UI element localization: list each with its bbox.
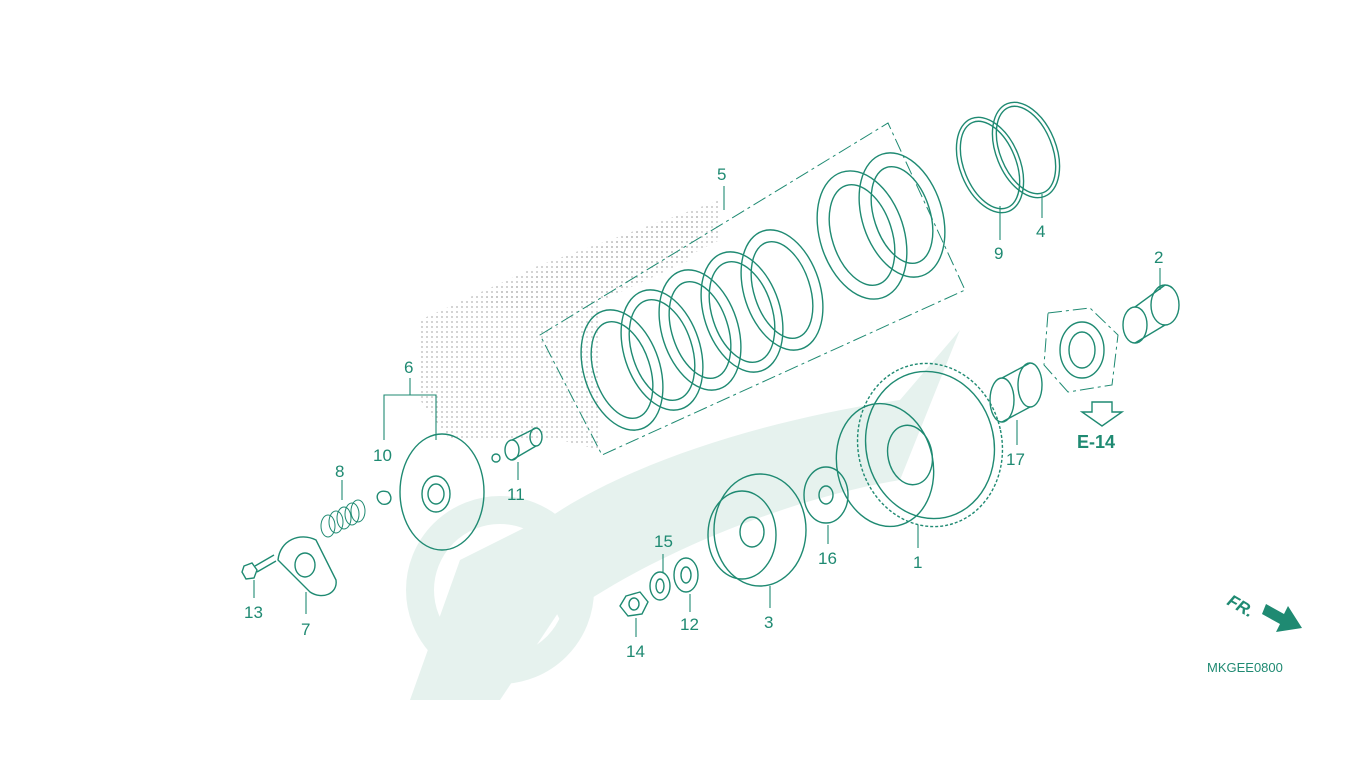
callout-13: 13 [244,603,263,622]
lifter-plate [277,536,337,597]
clutch-plates [580,152,946,431]
reference-label[interactable]: E-14 [1077,432,1115,452]
wire-rings [955,101,1061,214]
callout-15: 15 [654,532,673,551]
callout-8: 8 [335,462,344,481]
callout-11: 11 [507,485,525,504]
clutch-outer [835,362,1004,528]
callout-16: 16 [818,549,837,568]
callout-3: 3 [764,613,773,632]
bearing-outline [1043,307,1119,393]
callout-17: 17 [1006,450,1025,469]
front-arrow-icon [1262,604,1302,632]
callout-2: 2 [1154,248,1163,267]
leader-lines [253,186,1161,637]
front-direction-label: FR. [1224,591,1257,621]
lifter-rod [491,427,543,463]
callout-7: 7 [301,620,310,639]
callout-numbers: 5 2 4 9 6 10 8 11 17 1 16 15 3 12 14 13 … [244,165,1163,661]
plate-group-outline [539,122,966,456]
callout-4: 4 [1036,222,1045,241]
front-direction-indicator: FR. [1224,591,1302,632]
bolt [241,554,277,580]
pressure-plate [399,433,485,551]
thrust-washer [803,466,849,524]
callout-9: 9 [994,244,1003,263]
watermark-logo [406,330,960,700]
clutch-center [707,473,807,587]
clutch-spring [320,499,366,538]
callout-14: 14 [626,642,645,661]
callout-10: 10 [373,446,392,465]
callout-5: 5 [717,165,726,184]
dotted-shading [420,200,720,450]
diagram-code: MKGEE0800 [1207,660,1283,675]
needle-bearing [989,362,1043,423]
callout-6: 6 [404,358,413,377]
callout-12: 12 [680,615,699,634]
circlip [376,490,392,506]
small-washers [619,557,699,617]
reference-arrow [1079,401,1125,427]
bearing [1059,321,1105,379]
collar [1122,284,1180,344]
callout-1: 1 [913,553,922,572]
